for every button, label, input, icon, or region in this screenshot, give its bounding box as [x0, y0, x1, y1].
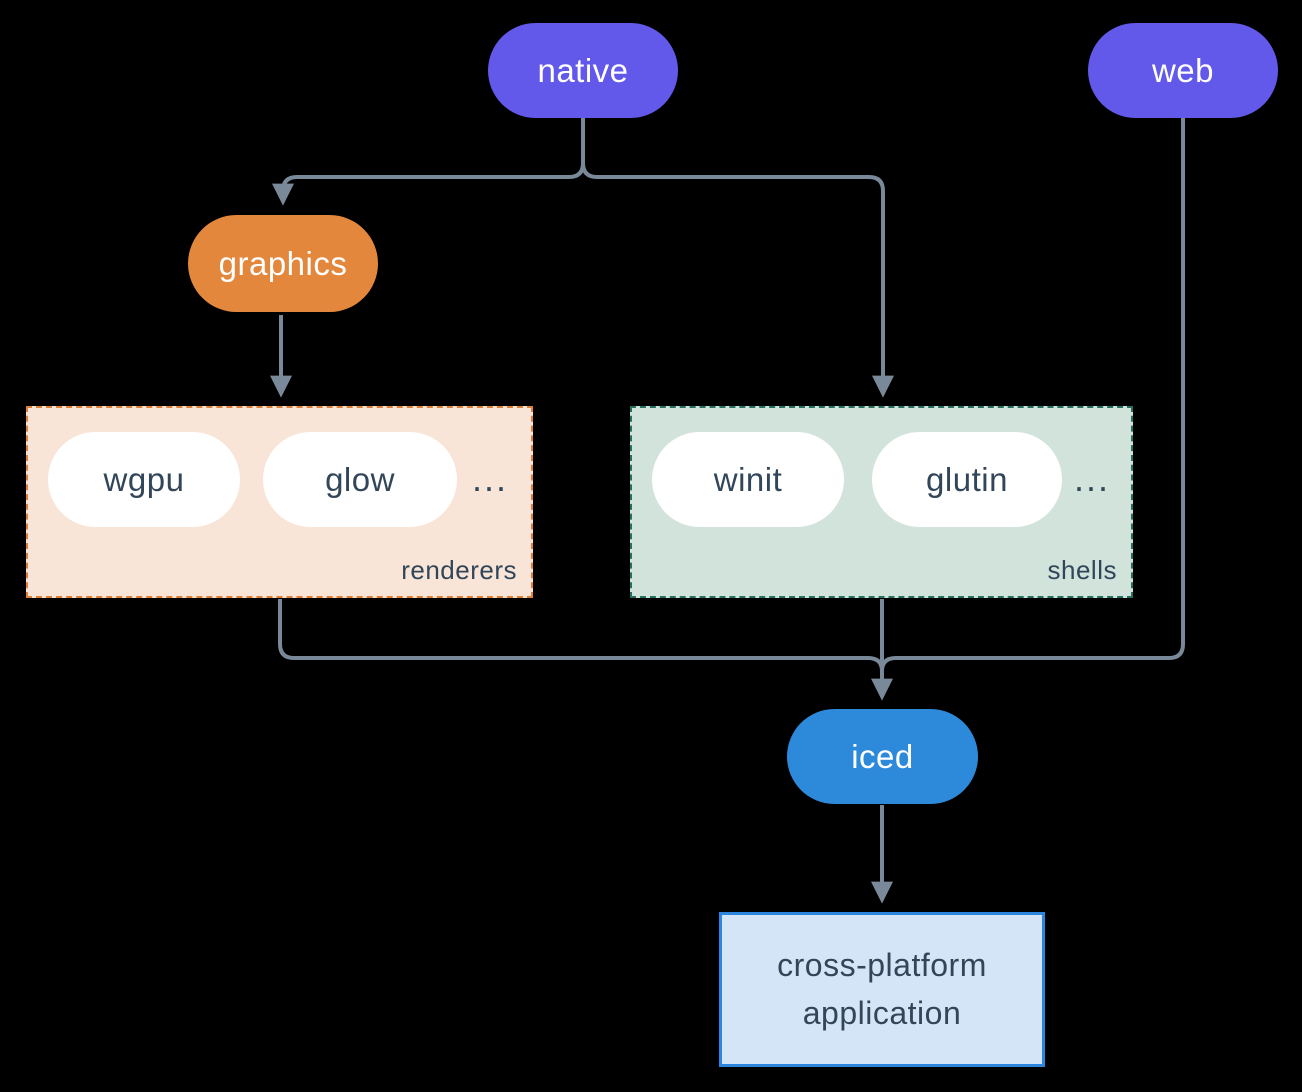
node-graphics-label: graphics	[218, 244, 348, 282]
node-web-label: web	[1151, 51, 1215, 89]
node-native: native	[488, 23, 678, 118]
group-shells: winit glutin ... shells	[630, 406, 1133, 598]
group-renderers: wgpu glow ... renderers	[26, 406, 533, 598]
node-glutin: glutin	[872, 432, 1062, 527]
node-native-label: native	[537, 51, 629, 89]
node-wgpu-label: wgpu	[103, 460, 185, 498]
node-glow: glow	[263, 432, 457, 527]
shells-ellipsis: ...	[1073, 458, 1110, 499]
node-winit-label: winit	[713, 460, 783, 498]
node-cross-platform-application: cross-platform application	[719, 912, 1045, 1067]
application-label-line1: cross-platform	[777, 947, 987, 984]
edge-renderers-merge	[278, 599, 884, 672]
node-wgpu: wgpu	[48, 432, 240, 527]
shells-group-label: shells	[1047, 555, 1117, 585]
node-iced: iced	[787, 709, 978, 804]
renderers-ellipsis: ...	[471, 458, 508, 499]
node-iced-label: iced	[851, 737, 914, 775]
node-web: web	[1088, 23, 1278, 118]
node-glutin-label: glutin	[926, 460, 1008, 498]
application-label-line2: application	[802, 994, 962, 1031]
edge-native-shells	[581, 162, 894, 398]
node-glow-label: glow	[325, 460, 395, 498]
edge-native-graphics	[272, 118, 585, 206]
node-graphics: graphics	[188, 215, 378, 312]
node-winit: winit	[652, 432, 844, 527]
renderers-group-label: renderers	[401, 555, 517, 585]
